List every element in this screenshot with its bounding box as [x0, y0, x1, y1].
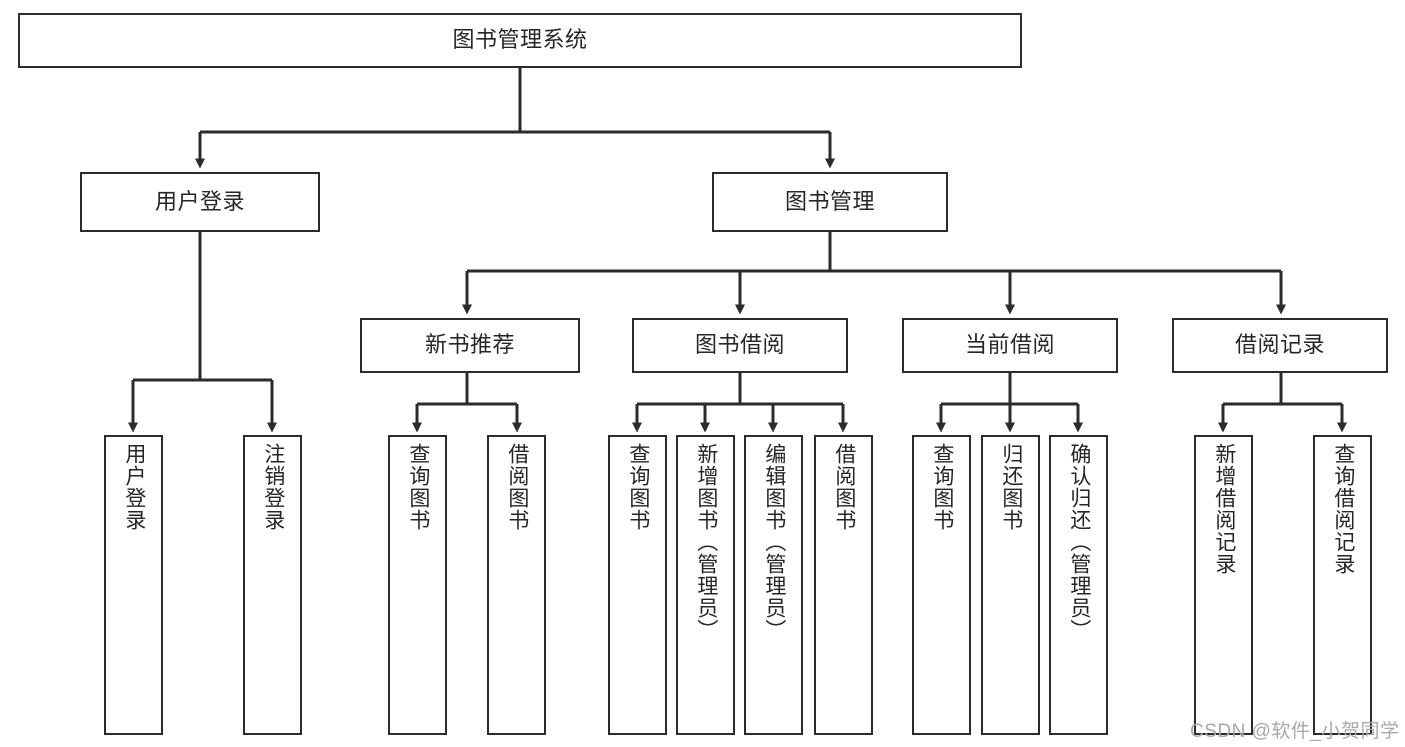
leaf-borrow-borrow-book[interactable]: 借阅图书 — [814, 435, 873, 735]
node-label: 图书借阅 — [694, 332, 785, 358]
leaf-borrow-edit-book-admin[interactable]: 编辑图书（管理员） — [744, 435, 803, 735]
csdn-watermark: CSDN @软件_小贺同学 — [1190, 721, 1400, 742]
leaf-record-query-record[interactable]: 查询借阅记录 — [1313, 435, 1372, 735]
leaf-label: 查询借阅记录 — [1331, 443, 1355, 575]
node-borrow-record[interactable]: 借阅记录 — [1172, 318, 1388, 373]
leaf-label: 查询图书 — [406, 443, 430, 531]
leaf-user-login-login[interactable]: 用户登录 — [104, 435, 163, 735]
node-new-book-recommend[interactable]: 新书推荐 — [360, 318, 580, 373]
node-current-borrow[interactable]: 当前借阅 — [902, 318, 1118, 373]
leaf-label: 借阅图书 — [505, 443, 529, 531]
node-label: 用户登录 — [154, 188, 245, 214]
node-root-system[interactable]: 图书管理系统 — [18, 13, 1022, 68]
leaf-label: 查询图书 — [930, 443, 954, 531]
leaf-label: 注销登录 — [261, 443, 285, 531]
leaf-label: 借阅图书 — [832, 443, 856, 531]
leaf-borrow-query-book[interactable]: 查询图书 — [608, 435, 667, 735]
leaf-label: 新增图书（管理员） — [694, 443, 718, 641]
leaf-label: 新增借阅记录 — [1212, 443, 1236, 575]
leaf-recommend-borrow-book[interactable]: 借阅图书 — [487, 435, 546, 735]
leaf-recommend-query-book[interactable]: 查询图书 — [388, 435, 447, 735]
leaf-label: 用户登录 — [122, 443, 146, 531]
node-label: 当前借阅 — [964, 332, 1055, 358]
node-label: 新书推荐 — [424, 332, 515, 358]
node-user-login[interactable]: 用户登录 — [80, 172, 320, 232]
node-label: 借阅记录 — [1234, 332, 1325, 358]
leaf-current-confirm-return-admin[interactable]: 确认归还（管理员） — [1049, 435, 1108, 735]
leaf-label: 确认归还（管理员） — [1067, 443, 1091, 641]
node-book-management[interactable]: 图书管理 — [712, 172, 948, 232]
leaf-current-return-book[interactable]: 归还图书 — [981, 435, 1040, 735]
leaf-label: 查询图书 — [626, 443, 650, 531]
leaf-label: 归还图书 — [999, 443, 1023, 531]
node-label: 图书管理 — [784, 188, 875, 214]
leaf-borrow-add-book-admin[interactable]: 新增图书（管理员） — [676, 435, 735, 735]
node-label: 图书管理系统 — [452, 27, 588, 53]
leaf-current-query-book[interactable]: 查询图书 — [912, 435, 971, 735]
leaf-record-add-record[interactable]: 新增借阅记录 — [1194, 435, 1253, 735]
leaf-user-login-logout[interactable]: 注销登录 — [243, 435, 302, 735]
leaf-label: 编辑图书（管理员） — [762, 443, 786, 641]
node-book-borrow[interactable]: 图书借阅 — [632, 318, 848, 373]
